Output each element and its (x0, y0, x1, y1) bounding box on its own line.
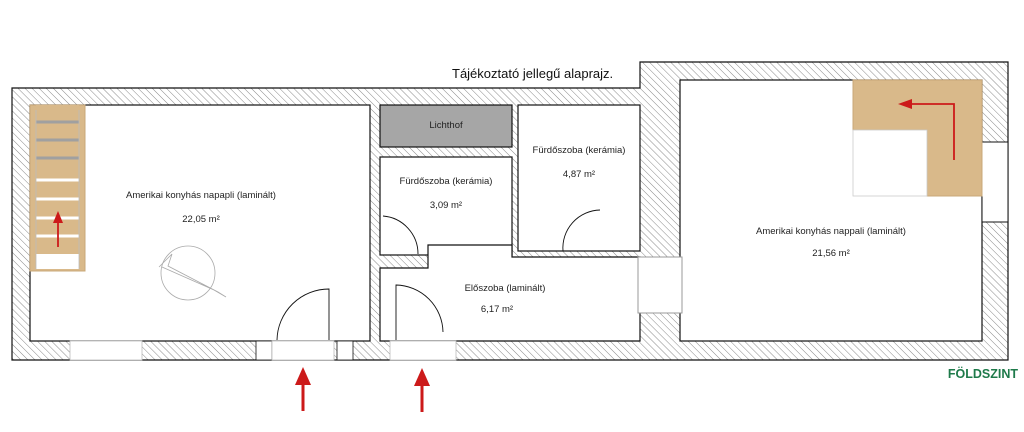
room-area: 4,87 m² (563, 169, 595, 180)
room-name: Előszoba (laminált) (465, 283, 546, 294)
left-staircase (29, 104, 86, 272)
room-name: Fürdőszoba (kerámia) (400, 176, 493, 187)
right-staircase (852, 79, 983, 197)
door-swings (276, 209, 601, 341)
bottom-openings (69, 340, 457, 361)
stair-up-arrow-icon (53, 211, 63, 247)
room-area: 3,09 m² (430, 200, 462, 211)
room-name: Lichthof (429, 120, 463, 131)
room-area: 6,17 m² (481, 304, 513, 315)
stair-up-arrow-icon-right (898, 99, 955, 160)
room-name: Fürdőszoba (kerámia) (533, 145, 626, 156)
room-labels: Amerikai konyhás napapli (laminált) 22,0… (126, 120, 906, 315)
room-name: Amerikai konyhás nappali (laminált) (756, 226, 906, 237)
entrance-door-left[interactable] (271, 340, 335, 361)
room-area: 22,05 m² (182, 214, 220, 225)
compass-icon (158, 245, 227, 301)
room-name: Amerikai konyhás napapli (laminált) (126, 190, 276, 201)
entrance-arrow-icon (414, 368, 430, 412)
entrance-door-right[interactable] (389, 340, 457, 361)
entrance-arrow-icon (295, 367, 311, 411)
plan-title: Tájékoztató jellegű alaprajz. (452, 66, 613, 81)
lichthof-area (379, 104, 513, 148)
level-label: FÖLDSZINT (948, 366, 1018, 381)
room-area: 21,56 m² (812, 248, 850, 259)
walls (11, 61, 1009, 361)
